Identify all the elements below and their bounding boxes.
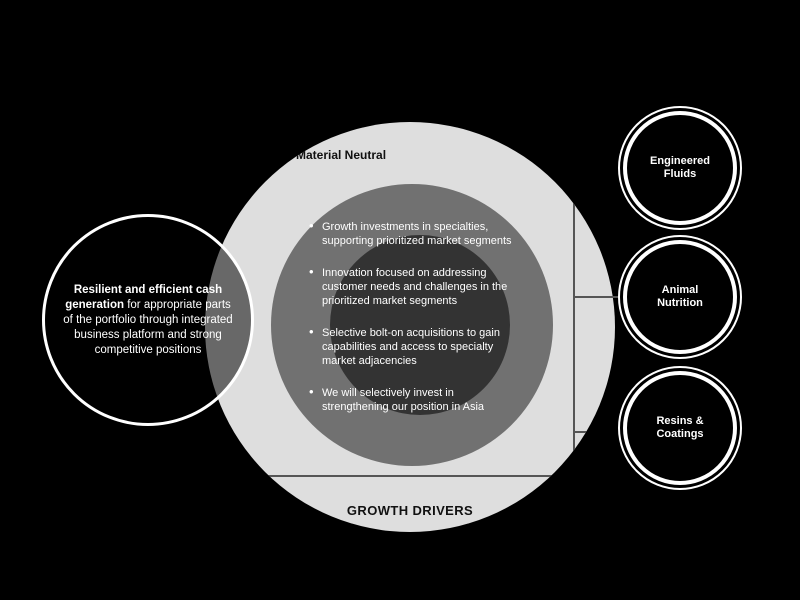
cash-generation-text-bold: Resilient and efficient cash generation	[65, 283, 223, 311]
growth-drivers-label: GROWTH DRIVERS	[346, 503, 474, 518]
cash-generation-text: Resilient and efficient cash generation …	[60, 283, 236, 358]
outer-growth-circle: Material Neutral Growth investments in s…	[205, 122, 615, 532]
bullet-item: Selective bolt-on acquisitions to gain c…	[308, 325, 523, 368]
badge-inner-ring: Engineered Fluids	[623, 111, 737, 225]
badge-inner-ring: Animal Nutrition	[623, 240, 737, 354]
cash-generation-text-rest: for appropriate parts of the portfolio t…	[63, 298, 233, 356]
bullet-item: Growth investments in specialties, suppo…	[308, 219, 523, 248]
material-neutral-label: Material Neutral	[296, 148, 387, 162]
bottom-divider-line	[205, 475, 615, 477]
bullet-item: Innovation focused on addressing custome…	[308, 265, 523, 308]
growth-driver-bullet-list: Growth investments in specialties, suppo…	[308, 219, 523, 432]
resins-coatings-connector-line	[573, 431, 615, 433]
animal-nutrition-connector-line	[573, 296, 620, 298]
badge-label: Animal Nutrition	[657, 284, 703, 309]
badge-inner-ring: Resins & Coatings	[623, 371, 737, 485]
vertical-connector-line	[573, 182, 575, 482]
badge-resins-coatings: Resins & Coatings	[618, 366, 742, 490]
badge-animal-nutrition: Animal Nutrition	[618, 235, 742, 359]
inner-core-circle	[330, 235, 510, 415]
badge-engineered-fluids: Engineered Fluids	[618, 106, 742, 230]
bullet-item: We will selectively invest in strengthen…	[308, 385, 523, 414]
cash-generation-circle: Resilient and efficient cash generation …	[42, 214, 254, 426]
badge-label: Resins & Coatings	[656, 415, 704, 440]
badge-label: Engineered Fluids	[650, 155, 710, 180]
